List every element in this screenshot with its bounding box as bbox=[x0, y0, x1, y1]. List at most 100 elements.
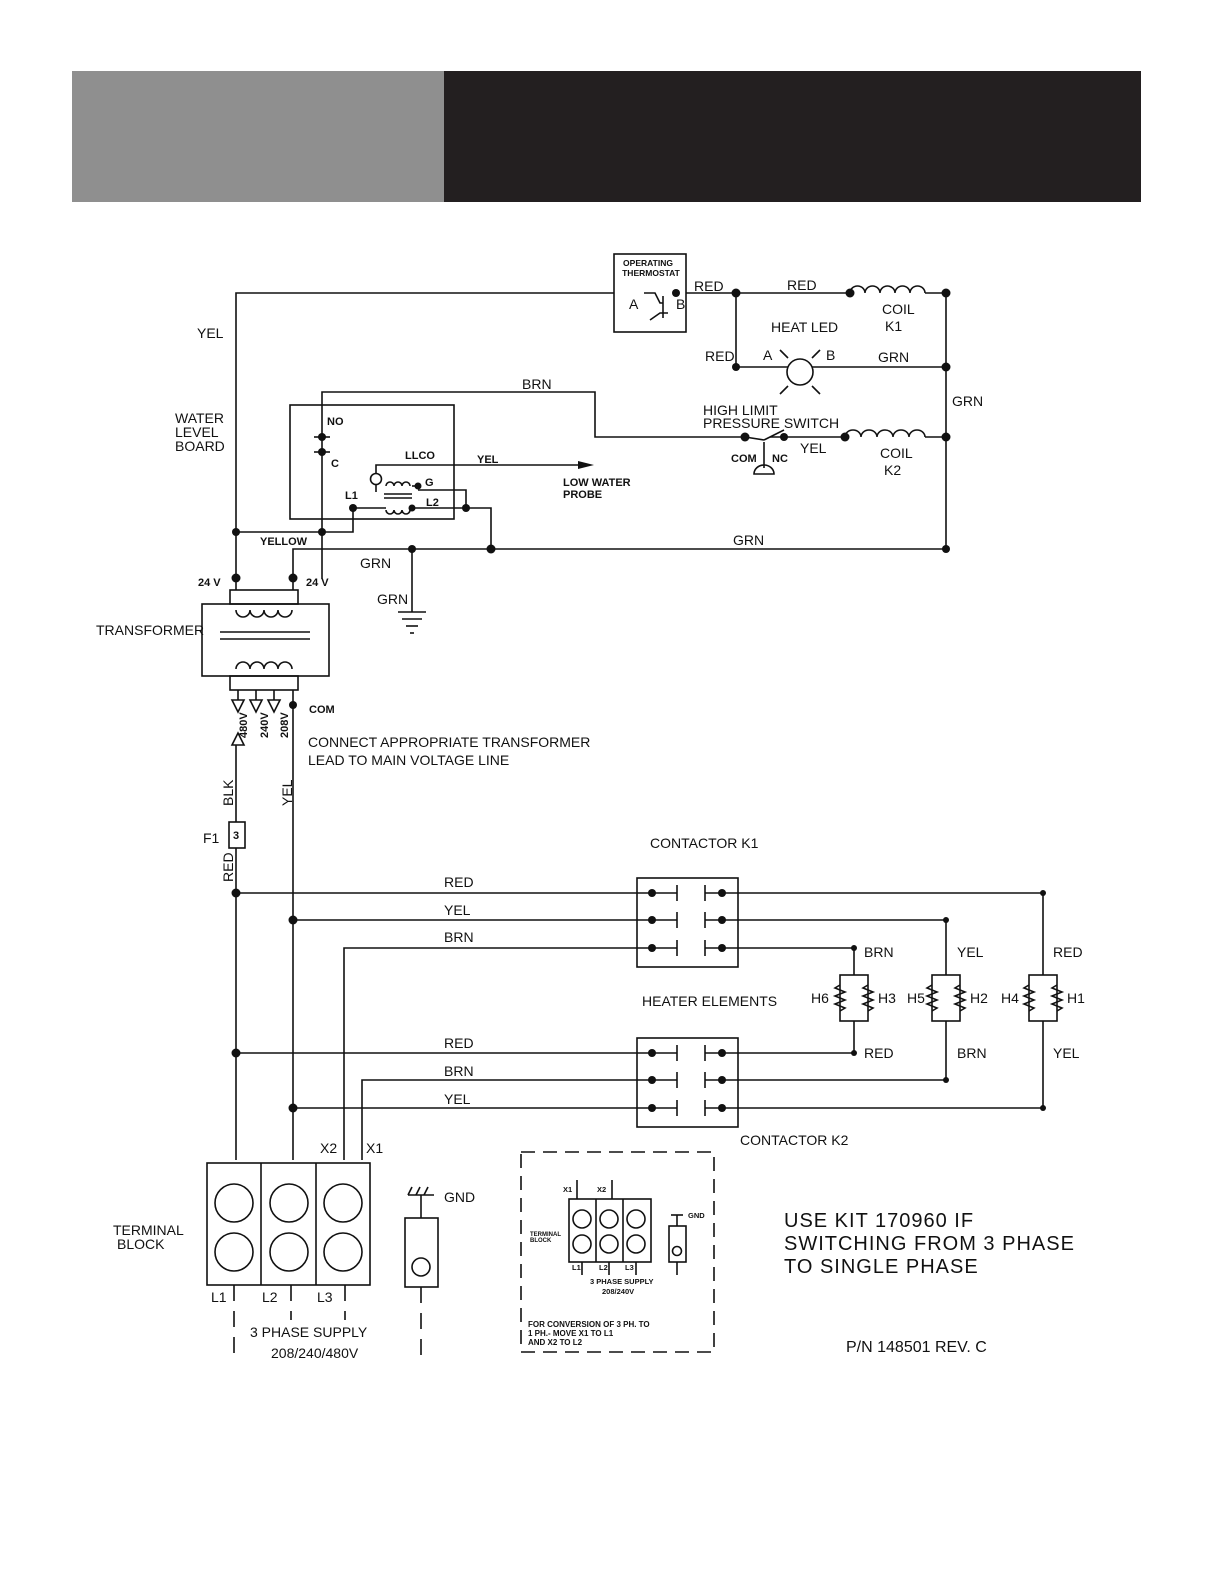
transformer-label: TRANSFORMER bbox=[96, 622, 204, 638]
tap-208v: 208V bbox=[279, 712, 291, 738]
inset-x1: X1 bbox=[563, 1185, 572, 1194]
kit-note-3: TO SINGLE PHASE bbox=[784, 1256, 979, 1278]
supply-label-1: 3 PHASE SUPPLY bbox=[250, 1324, 368, 1340]
label-yel-vertical: YEL bbox=[279, 779, 295, 806]
label-brn-heater-top: BRN bbox=[864, 944, 894, 960]
terminal-block-title-1: TERMINAL bbox=[113, 1222, 184, 1238]
water-board-g: G bbox=[425, 477, 434, 489]
terminal-gnd: GND bbox=[444, 1189, 475, 1205]
label-yel-top: YEL bbox=[197, 325, 224, 341]
label-red-heater-top: RED bbox=[1053, 944, 1083, 960]
fuse-value: 3 bbox=[233, 830, 239, 842]
label-grn-transformer: GRN bbox=[360, 555, 391, 571]
transformer-com: COM bbox=[309, 704, 335, 716]
label-red-coil: RED bbox=[787, 277, 817, 293]
tap-240v: 240V bbox=[259, 712, 271, 738]
label-grn-right: GRN bbox=[952, 393, 983, 409]
transformer-24v-left: 24 V bbox=[198, 577, 221, 589]
inset-note-1: FOR CONVERSION OF 3 PH. TO bbox=[528, 1320, 650, 1329]
pressure-switch-title-2: PRESSURE SWITCH bbox=[703, 415, 839, 431]
water-board-c: C bbox=[331, 458, 339, 470]
fuse-f1 bbox=[228, 821, 246, 1160]
heat-led bbox=[779, 349, 821, 395]
inset-supply-1: 3 PHASE SUPPLY bbox=[590, 1277, 654, 1286]
water-board-no: NO bbox=[327, 416, 344, 428]
contactor-k2-label: CONTACTOR K2 bbox=[740, 1132, 849, 1148]
heater-pair-h5-h2 bbox=[924, 974, 968, 1022]
labels: OPERATING THERMOSTAT A B YEL RED RED RED… bbox=[96, 258, 1085, 1361]
transformer-note-1: CONNECT APPROPRIATE TRANSFORMER bbox=[308, 734, 590, 750]
label-red-k2-1: RED bbox=[444, 1035, 474, 1051]
operating-thermostat bbox=[613, 253, 687, 333]
contactor-k1-label: CONTACTOR K1 bbox=[650, 835, 759, 851]
pressure-switch-title-1: HIGH LIMIT bbox=[703, 402, 778, 418]
probe-title-2: PROBE bbox=[563, 489, 602, 501]
label-red-vertical: RED bbox=[220, 852, 236, 882]
terminal-x1: X1 bbox=[366, 1140, 383, 1156]
inset-supply-2: 208/240V bbox=[602, 1287, 634, 1296]
transformer bbox=[201, 580, 330, 1160]
label-yel-k2-3: YEL bbox=[444, 1091, 471, 1107]
inset-tb-1: TERMINAL bbox=[530, 1232, 561, 1238]
heater-pair-h6-h3 bbox=[832, 974, 876, 1022]
pressure-switch-com: COM bbox=[731, 453, 757, 465]
part-number: P/N 148501 REV. C bbox=[846, 1339, 987, 1356]
water-board-l2: L2 bbox=[426, 497, 439, 509]
heater-h6: H6 bbox=[811, 990, 829, 1006]
transformer-24v-right: 24 V bbox=[306, 577, 329, 589]
junction-dots bbox=[231, 288, 1046, 1113]
label-yellow: YELLOW bbox=[260, 536, 308, 548]
thermostat-a: A bbox=[629, 296, 639, 312]
heater-pair-h4-h1 bbox=[1021, 974, 1065, 1022]
label-brn-k1-3: BRN bbox=[444, 929, 474, 945]
inset-note-2: 1 PH.- MOVE X1 TO L1 bbox=[528, 1329, 614, 1338]
heater-h4: H4 bbox=[1001, 990, 1019, 1006]
transformer-note-2: LEAD TO MAIN VOLTAGE LINE bbox=[308, 752, 509, 768]
label-blk: BLK bbox=[220, 779, 236, 806]
heat-led-b: B bbox=[826, 347, 835, 363]
heater-h5: H5 bbox=[907, 990, 925, 1006]
fuse-label: F1 bbox=[203, 830, 220, 846]
kit-note-2: SWITCHING FROM 3 PHASE bbox=[784, 1233, 1075, 1255]
supply-label-2: 208/240/480V bbox=[271, 1345, 359, 1361]
thermostat-title-1: OPERATING bbox=[623, 258, 673, 268]
header-bar-right bbox=[444, 71, 1141, 202]
label-red-heater-bottom: RED bbox=[864, 1045, 894, 1061]
heat-led-a: A bbox=[763, 347, 773, 363]
coil-k2-label: COIL bbox=[880, 445, 913, 461]
terminal-block bbox=[206, 1162, 371, 1360]
kit-note-1: USE KIT 170960 IF bbox=[784, 1210, 974, 1232]
inset-l3: L3 bbox=[625, 1263, 634, 1272]
probe-title-1: LOW WATER bbox=[563, 477, 631, 489]
label-grn-bottom: GRN bbox=[733, 532, 764, 548]
inset-note-3: AND X2 TO L2 bbox=[528, 1338, 583, 1347]
label-grn-ground: GRN bbox=[377, 591, 408, 607]
contactor-k2 bbox=[636, 1037, 739, 1128]
coil-k1-id: K1 bbox=[885, 318, 902, 334]
label-yel-probe: YEL bbox=[477, 454, 499, 466]
label-yel-heater-bottom: YEL bbox=[1053, 1045, 1080, 1061]
inset-l2: L2 bbox=[599, 1263, 608, 1272]
label-red-therm: RED bbox=[694, 278, 724, 294]
ground-lug bbox=[404, 1186, 439, 1360]
water-board-title-3: BOARD bbox=[175, 438, 225, 454]
thermostat-title-2: THERMOSTAT bbox=[622, 268, 681, 278]
label-brn-k2-2: BRN bbox=[444, 1063, 474, 1079]
conversion-inset bbox=[520, 1151, 715, 1353]
water-board-title-1: WATER bbox=[175, 410, 224, 426]
label-red-k1-1: RED bbox=[444, 874, 474, 890]
label-brn-heater-bottom: BRN bbox=[957, 1045, 987, 1061]
label-yel-heater-top: YEL bbox=[957, 944, 984, 960]
ground-symbol bbox=[398, 611, 426, 634]
terminal-l2: L2 bbox=[262, 1289, 278, 1305]
water-board-llco: LLCO bbox=[405, 450, 435, 462]
heater-h2: H2 bbox=[970, 990, 988, 1006]
water-board-l1: L1 bbox=[345, 490, 358, 502]
thermostat-b: B bbox=[676, 296, 685, 312]
tap-480v: 480V bbox=[238, 712, 250, 738]
power-wiring bbox=[236, 892, 1044, 1160]
inset-x2: X2 bbox=[597, 1185, 606, 1194]
inset-l1: L1 bbox=[572, 1263, 581, 1272]
heater-h1: H1 bbox=[1067, 990, 1085, 1006]
